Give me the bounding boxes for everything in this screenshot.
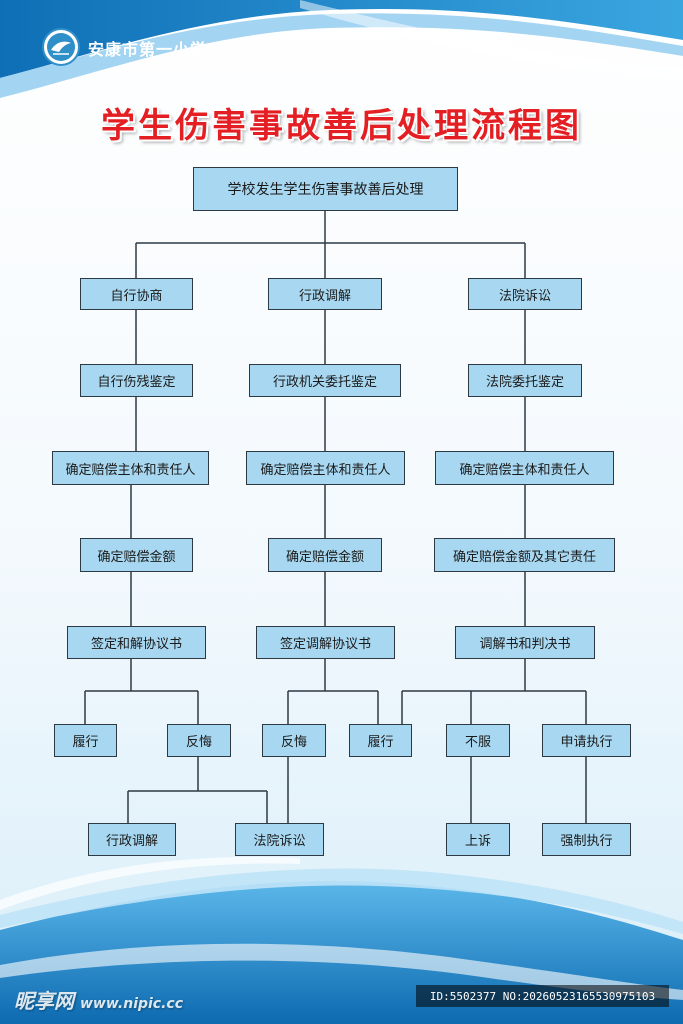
school-name: 安康市第一小学	[88, 40, 208, 59]
flow-node-b3-refuse: 不服	[446, 724, 510, 757]
page-title: 学生伤害事故善后处理流程图	[101, 106, 582, 146]
flow-node-b3-liability: 确定赔偿主体和责任人	[435, 451, 614, 485]
flow-node-b3-appraisal: 法院委托鉴定	[468, 364, 582, 397]
flow-node-b1-appraisal: 自行伤残鉴定	[80, 364, 193, 397]
flow-node-b1-agreement: 签定和解协议书	[67, 626, 206, 659]
flow-node-b1-perform: 履行	[54, 724, 117, 757]
flow-node-b1-negotiate: 自行协商	[80, 278, 193, 310]
flow-node-b3-amount: 确定赔偿金额及其它责任	[434, 538, 615, 572]
flow-node-regret-court: 法院诉讼	[235, 823, 324, 856]
flow-node-b2-mediation: 行政调解	[268, 278, 382, 310]
flow-node-b2-perform: 履行	[349, 724, 412, 757]
watermark-site: 昵享网 www.nipic.cc	[14, 985, 183, 1014]
watermark-url: www.nipic.cc	[80, 996, 184, 1012]
flow-node-b3-judgment: 调解书和判决书	[455, 626, 595, 659]
flow-node-regret-admin: 行政调解	[88, 823, 176, 856]
flow-node-b2-amount: 确定赔偿金额	[268, 538, 382, 572]
flow-node-b2-agreement: 签定调解协议书	[256, 626, 395, 659]
flow-node-b2-liability: 确定赔偿主体和责任人	[246, 451, 405, 485]
flow-node-b2-appraisal: 行政机关委托鉴定	[249, 364, 401, 397]
school-logo	[42, 28, 80, 66]
flow-node-b2-regret: 反悔	[262, 724, 326, 757]
flow-node-b1-liability: 确定赔偿主体和责任人	[52, 451, 209, 485]
school-emblem-icon	[47, 33, 75, 61]
watermark-id: ID:5502377 NO:20260523165530975103	[416, 985, 669, 1007]
flow-node-forced: 强制执行	[542, 823, 631, 856]
flow-node-b3-lawsuit: 法院诉讼	[468, 278, 582, 310]
flow-node-appeal: 上诉	[446, 823, 510, 856]
flow-node-b1-regret: 反悔	[167, 724, 231, 757]
flow-node-root: 学校发生学生伤害事故善后处理	[193, 167, 458, 211]
flow-node-b1-amount: 确定赔偿金额	[80, 538, 193, 572]
watermark-site-name: 昵享网	[14, 989, 74, 1013]
flow-node-b3-enforce-request: 申请执行	[542, 724, 631, 757]
